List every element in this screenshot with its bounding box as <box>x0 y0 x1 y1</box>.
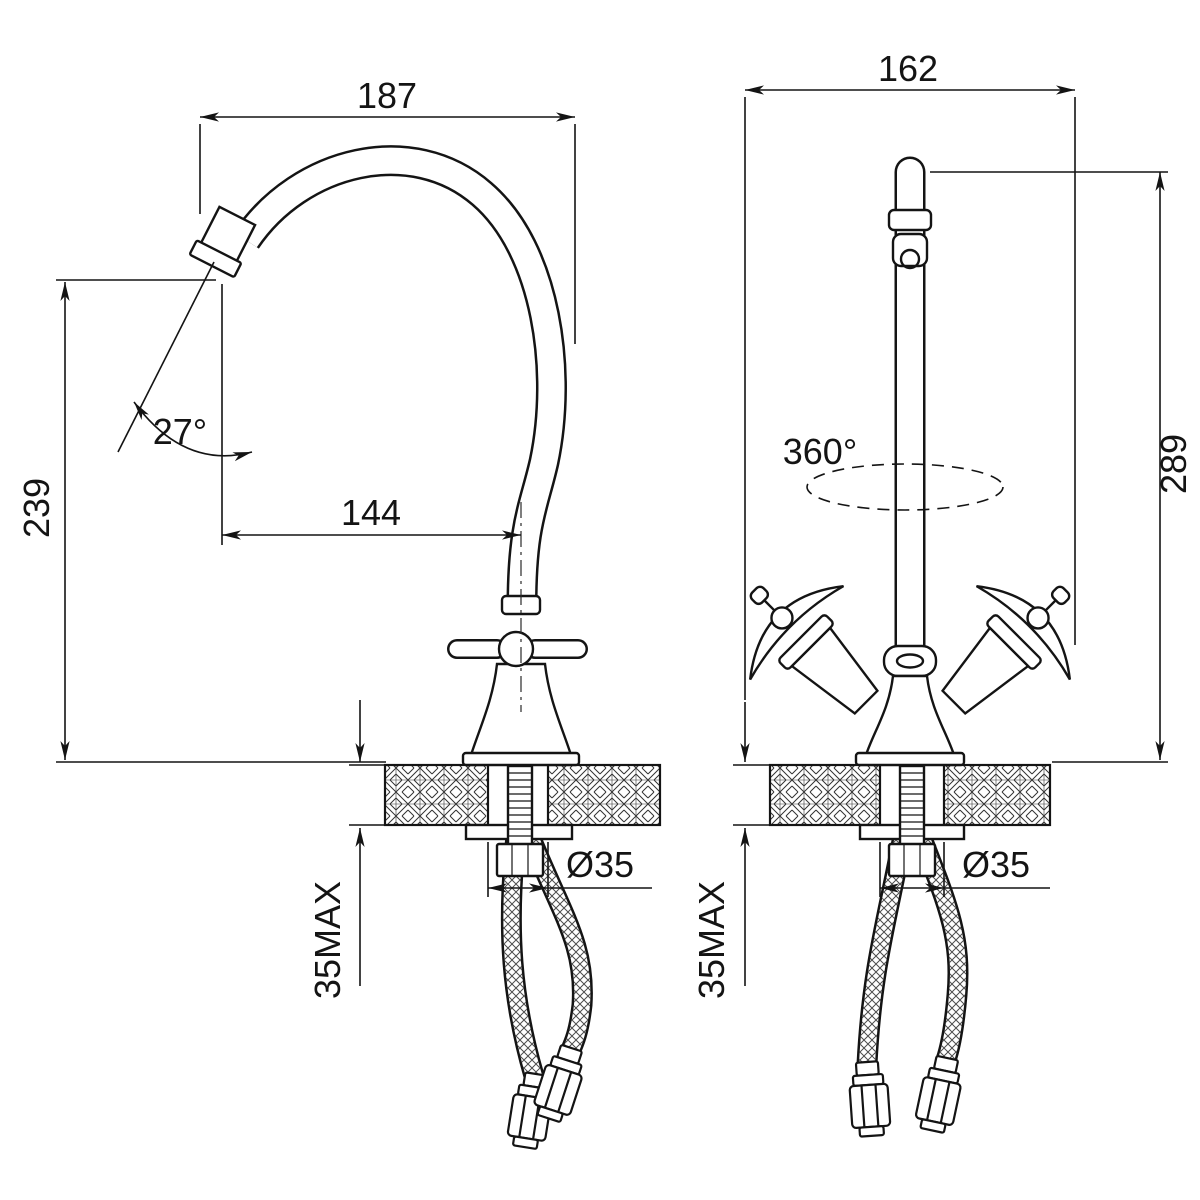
side-cross-handle <box>447 594 588 668</box>
hose-nut-fitting <box>912 1052 968 1136</box>
front-supply-hoses <box>846 832 969 1139</box>
dim-label-overall-width-front: 162 <box>878 48 938 89</box>
dimension-labels: 187 239 144 27° 35MAX Ø35 162 289 360° 3… <box>16 48 1194 999</box>
side-countertop <box>383 763 662 827</box>
dim-label-mount-thickness-front: 35MAX <box>691 881 732 999</box>
dim-label-hole-diameter-front: Ø35 <box>962 844 1030 885</box>
dim-label-mount-thickness-side: 35MAX <box>307 881 348 999</box>
dim-label-spout-angle: 27° <box>153 411 207 452</box>
front-spout-riser <box>887 156 933 666</box>
dim-label-rotation: 360° <box>783 431 857 472</box>
front-view <box>706 156 1114 1139</box>
side-spout <box>233 145 567 607</box>
dim-label-height-front: 289 <box>1153 434 1194 494</box>
side-mounting-hardware <box>464 764 574 878</box>
angle-arc <box>133 401 253 462</box>
hose-nut-fitting <box>529 1041 591 1126</box>
front-countertop <box>768 763 1052 827</box>
dim-label-hole-diameter-side: Ø35 <box>566 844 634 885</box>
side-aerator <box>189 205 257 278</box>
rotation-ellipse <box>806 463 1004 511</box>
dimension-graphics <box>56 85 1168 986</box>
side-view <box>189 145 662 1152</box>
dim-label-spout-width: 187 <box>357 75 417 116</box>
hose-nut-fitting <box>846 1059 893 1139</box>
dim-label-height-side: 239 <box>16 478 57 538</box>
front-body <box>854 644 966 767</box>
dim-label-spout-reach: 144 <box>341 492 401 533</box>
